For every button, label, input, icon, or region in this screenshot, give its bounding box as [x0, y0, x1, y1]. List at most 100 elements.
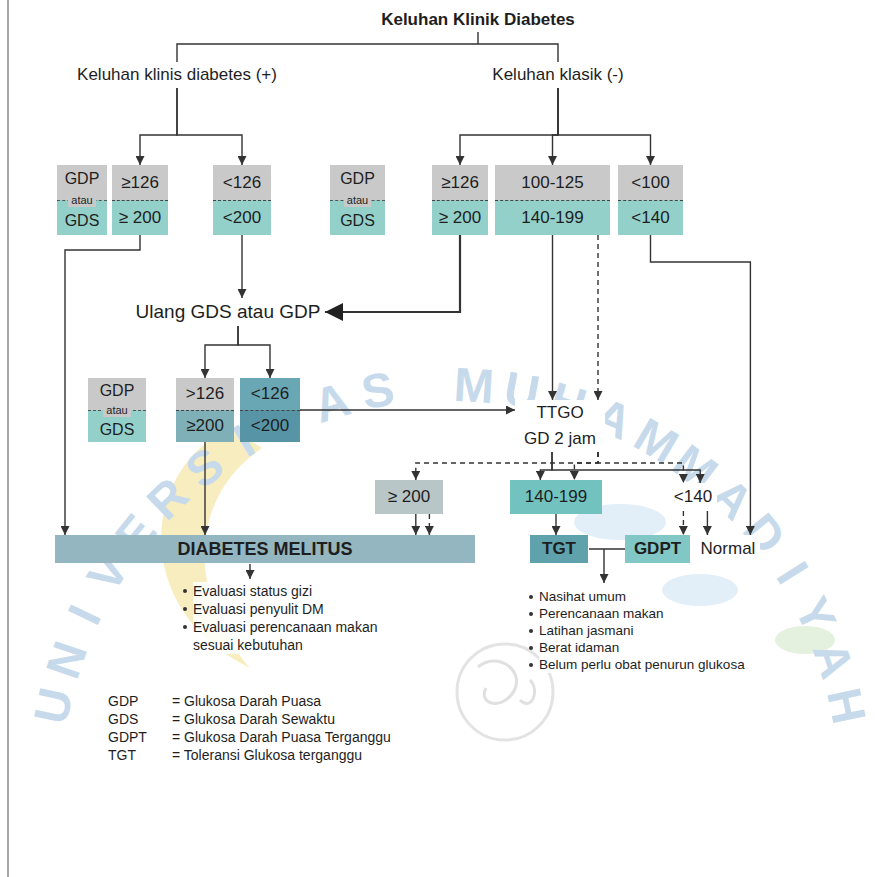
flow-arrow [651, 235, 751, 535]
fasting-value: >126 [176, 378, 234, 410]
flow-arrow [415, 514, 416, 535]
diagnosis-text: Normal [696, 535, 760, 563]
random-value: <200 [213, 200, 271, 235]
flow-arrow [558, 88, 651, 165]
advice-item: Belum perlu obat penurun glukosa [539, 656, 745, 673]
repeat-test-text: Ulang GDS atau GDP [131, 298, 325, 326]
fasting-value: <126 [213, 165, 271, 200]
abbreviation-meaning: = Glukosa Darah Sewaktu [172, 710, 335, 728]
logo-cloud [662, 574, 738, 606]
test-label-box: GDPatauGDS [57, 165, 107, 235]
bullet-dot [529, 612, 533, 616]
node-text: Ulang GDS atau GDP [131, 298, 325, 326]
flow-arrow [555, 514, 556, 535]
threshold-box: ≥126≥ 200 [112, 165, 168, 235]
test-name: GDP [57, 165, 107, 193]
result-text: <140 [669, 483, 717, 511]
random-value: ≥200 [176, 410, 234, 442]
flow-arrow [598, 452, 683, 483]
evaluation-item-row: Evaluasi perencanaan makan sesuai kebutu… [182, 618, 408, 654]
flow-arrow [552, 235, 553, 400]
flow-arrow [325, 235, 460, 312]
node-text: 140-199 [510, 480, 602, 514]
abbreviation: GDS [108, 710, 138, 728]
diagnosis-band: DIABETES MELITUS [55, 535, 475, 563]
node-text: TGT [530, 535, 588, 563]
bullet-dot [529, 646, 533, 650]
advice-item-row: Latihan jasmani [528, 622, 634, 639]
test-name: GDS [88, 417, 146, 442]
evaluation-item-row: Evaluasi status gizi [182, 582, 312, 600]
flow-arrow [204, 442, 205, 535]
threshold-box: <100<140 [618, 165, 683, 235]
branch-heading: Keluhan klasik (-) [488, 62, 629, 88]
advice-item-row: Nasihat umum [528, 588, 626, 605]
bullet-dot [529, 663, 533, 667]
bullet-dot [529, 595, 533, 599]
flow-arrow [597, 235, 598, 400]
flow-arrow [574, 452, 598, 480]
flow-arrow [416, 452, 598, 480]
random-value: ≥ 200 [432, 200, 488, 235]
flow-arrow [241, 235, 242, 298]
random-value: ≥ 200 [112, 200, 168, 235]
node-text: Keluhan klasik (-) [488, 62, 629, 88]
abbreviation-row: GDPT [108, 728, 147, 746]
node-text: DIABETES MELITUS [55, 535, 475, 563]
flow-arrow [177, 88, 242, 165]
test-name: GDP [330, 165, 385, 193]
flow-arrow [553, 88, 559, 165]
random-value: <200 [240, 410, 300, 442]
bullet-dot [183, 625, 187, 629]
connective-text: atau [103, 403, 130, 417]
fasting-value: ≥126 [432, 165, 488, 200]
threshold-box: ≥126≥ 200 [432, 165, 488, 235]
ttgo-step: TTGOGD 2 jam [515, 400, 605, 452]
abbreviation-meaning-row: = Glukosa Darah Sewaktu [172, 710, 335, 728]
threshold-box: <126<200 [213, 165, 271, 235]
advice-item-row: Perencanaan makan [528, 605, 664, 622]
list-arrow [249, 564, 250, 579]
fasting-value: <100 [618, 165, 683, 200]
evaluation-item: Evaluasi penyulit DM [193, 600, 324, 618]
test-name: GDP [88, 378, 146, 403]
result-box: 140-199 [510, 480, 602, 514]
fasting-value: ≥126 [112, 165, 168, 200]
connective-text: atau [344, 193, 371, 207]
evaluation-item: Evaluasi status gizi [193, 582, 312, 600]
threshold-box: >126≥200 [176, 378, 234, 442]
flow-arrow [683, 511, 684, 535]
node-text: Keluhan klinis diabetes (+) [73, 62, 282, 88]
abbreviation-meaning: = Glukosa Darah Puasa Terganggu [172, 728, 391, 746]
evaluation-item-row: Evaluasi penyulit DM [182, 600, 324, 618]
node-text: <140 [669, 483, 717, 511]
abbreviation: TGT [108, 746, 136, 764]
flow-arrow [552, 452, 700, 483]
chart-title: Keluhan Klinik Diabetes [377, 10, 579, 30]
abbreviation-meaning: = Glukosa Darah Puasa [172, 692, 321, 710]
abbreviation-meaning: = Toleransi Glukosa terganggu [172, 746, 362, 764]
abbreviation: GDP [108, 692, 138, 710]
node-text: ≥ 200 [375, 480, 443, 514]
abbreviation-meaning-row: = Toleransi Glukosa terganggu [172, 746, 362, 764]
abbreviation-meaning-row: = Glukosa Darah Puasa [172, 692, 321, 710]
advice-item: Latihan jasmani [539, 622, 634, 639]
test-label-box: GDPatauGDS [88, 378, 146, 442]
page-rule [7, 0, 9, 877]
diagnosis-box: TGT [530, 535, 588, 563]
flow-arrow [429, 514, 430, 535]
abbreviation: GDPT [108, 728, 147, 746]
flow-arrow [238, 326, 270, 378]
advice-item-row: Belum perlu obat penurun glukosa [528, 656, 745, 673]
random-value: 140-199 [495, 200, 610, 235]
test-name: GDS [330, 207, 385, 235]
branch-heading: Keluhan klinis diabetes (+) [73, 62, 282, 88]
advice-item: Berat idaman [539, 639, 619, 656]
advice-item: Perencanaan makan [539, 605, 664, 622]
advice-item: Nasihat umum [539, 588, 626, 605]
abbreviation-row: GDP [108, 692, 138, 710]
abbreviation-meaning-row: = Glukosa Darah Puasa Terganggu [172, 728, 391, 746]
advice-item-row: Berat idaman [528, 639, 619, 656]
result-box: ≥ 200 [375, 480, 443, 514]
test-name: GDS [57, 207, 107, 235]
